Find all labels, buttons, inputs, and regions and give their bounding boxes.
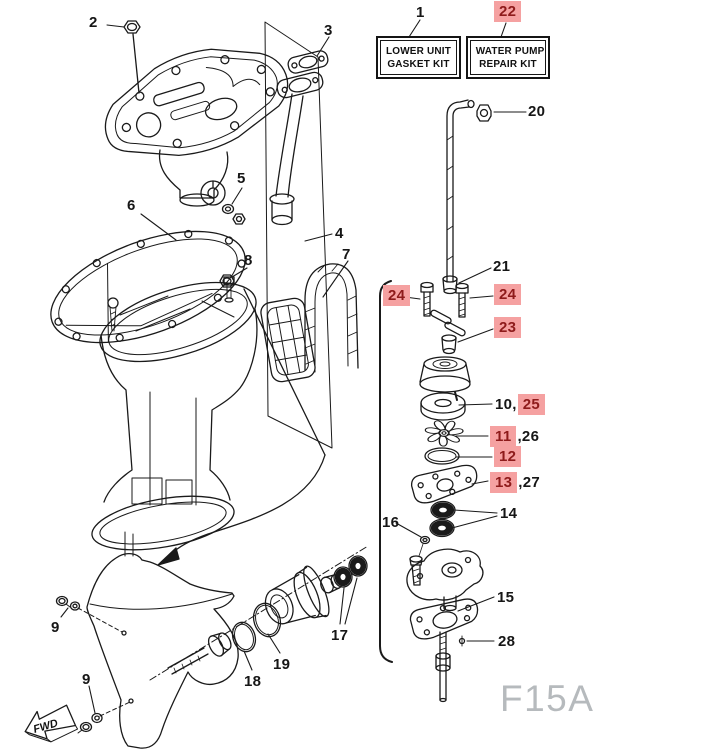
highlighted-part-number: 23 — [494, 317, 522, 338]
part-number: 21 — [493, 258, 511, 275]
kit-box-line: REPAIR KIT — [479, 58, 537, 70]
kit-box-line: LOWER UNIT — [385, 45, 452, 57]
part-gasket-15 — [409, 598, 479, 640]
callout-22: 22 — [494, 1, 522, 22]
part-number: 9 — [82, 671, 91, 688]
part-oring-12 — [424, 447, 460, 465]
callout-5: 5 — [236, 169, 247, 188]
part-number: 17 — [331, 627, 349, 644]
callout-17: 17 — [330, 626, 349, 645]
highlighted-part-number: 24 — [383, 285, 411, 306]
reference-box — [264, 21, 333, 449]
part-number: 18 — [244, 673, 262, 690]
part-bolt-24-left — [420, 281, 434, 317]
callout-7: 7 — [341, 245, 352, 264]
part-number: 8 — [244, 252, 253, 269]
lower-unit-gasket-kit-box: LOWER UNIT GASKET KIT — [376, 36, 461, 79]
callout-12: 12 — [494, 446, 522, 467]
callout-15: 15 — [496, 588, 515, 607]
part-number: ,27 — [518, 474, 541, 491]
callout-23: 23 — [494, 317, 522, 338]
model-code: F15A — [500, 678, 595, 719]
part-water-tube — [446, 99, 492, 283]
part-number: 14 — [500, 505, 518, 522]
part-screws-9 — [55, 595, 103, 734]
callout-4: 4 — [334, 224, 345, 243]
part-number: 4 — [335, 225, 344, 242]
part-number: ,26 — [517, 428, 540, 445]
leader-lines — [60, 19, 527, 714]
part-number: 19 — [273, 656, 291, 673]
callout-16: 16 — [381, 513, 400, 532]
part-gear-case — [77, 531, 369, 749]
part-washer-16 — [409, 535, 431, 586]
part-number: 7 — [342, 246, 351, 263]
part-gasket-13 — [410, 464, 478, 504]
highlighted-part-number: 13 — [490, 472, 518, 493]
callout-20: 20 — [527, 102, 546, 121]
part-cartridge-10 — [420, 392, 466, 421]
callout-13-27: 13,27 — [490, 472, 541, 493]
part-upper-casing — [91, 276, 258, 551]
part-seal-23 — [441, 334, 457, 355]
part-exhaust-guide-plate — [104, 48, 289, 156]
part-oil-seals-14 — [429, 500, 456, 538]
callout-21: 21 — [492, 257, 511, 276]
callout-2: 2 — [88, 13, 99, 32]
kit-box-line: WATER PUMP — [475, 45, 545, 57]
part-impeller-11 — [424, 420, 464, 447]
callout-9-lower: 9 — [81, 670, 92, 689]
callout-14: 14 — [499, 504, 518, 523]
highlighted-part-number: 12 — [494, 446, 522, 467]
callout-10-25: 10,25 — [494, 394, 546, 415]
part-bolt-24-right — [455, 282, 469, 318]
part-driveshaft — [435, 631, 466, 703]
highlighted-part-number: 22 — [494, 1, 522, 22]
part-pump-base — [406, 548, 484, 612]
part-number: 20 — [528, 103, 546, 120]
callout-3: 3 — [323, 21, 334, 40]
callout-28: 28 — [497, 632, 516, 651]
callout-1: 1 — [415, 3, 426, 22]
callout-24-right: 24 — [494, 284, 522, 305]
part-nut-2 — [123, 20, 141, 34]
part-tube-seal-21 — [442, 275, 458, 295]
callout-24-left: 24 — [383, 285, 411, 306]
part-number: 15 — [497, 589, 515, 606]
part-oring-18 — [231, 621, 257, 653]
part-number: 2 — [89, 14, 98, 31]
part-dowel-pins — [430, 309, 466, 337]
part-number: 6 — [127, 197, 136, 214]
part-pump-housing — [419, 356, 471, 401]
kit-box-line: GASKET KIT — [387, 58, 450, 70]
part-inlet-strainer — [260, 297, 316, 383]
callout-9-upper: 9 — [50, 618, 61, 637]
part-grommet-5 — [200, 180, 246, 225]
fwd-arrow: FWD — [24, 704, 79, 743]
part-oil-seals-17 — [333, 555, 368, 588]
assembly-arrow — [157, 547, 180, 566]
part-number: 1 — [416, 4, 425, 21]
highlighted-part-number: 25 — [517, 394, 546, 415]
part-number: 3 — [324, 22, 333, 39]
callout-8: 8 — [243, 251, 254, 270]
part-number: 9 — [51, 619, 60, 636]
part-bearing-housing — [264, 565, 330, 625]
part-number: 16 — [382, 514, 400, 531]
part-inlet-cover-7 — [304, 263, 359, 373]
water-pump-repair-kit-box: WATER PUMP REPAIR KIT — [466, 36, 550, 79]
part-muffler-funnel — [158, 149, 229, 207]
part-number: 5 — [237, 170, 246, 187]
callout-11-26: 11,26 — [490, 426, 540, 447]
highlighted-part-number: 24 — [494, 284, 522, 305]
part-number: 28 — [498, 633, 516, 650]
callout-18: 18 — [243, 672, 262, 691]
part-number: 10, — [495, 396, 517, 413]
part-exhaust-tube — [269, 50, 329, 226]
callout-6: 6 — [126, 196, 137, 215]
callout-19: 19 — [272, 655, 291, 674]
highlighted-part-number: 11 — [490, 426, 517, 447]
section-bracket — [379, 280, 393, 663]
